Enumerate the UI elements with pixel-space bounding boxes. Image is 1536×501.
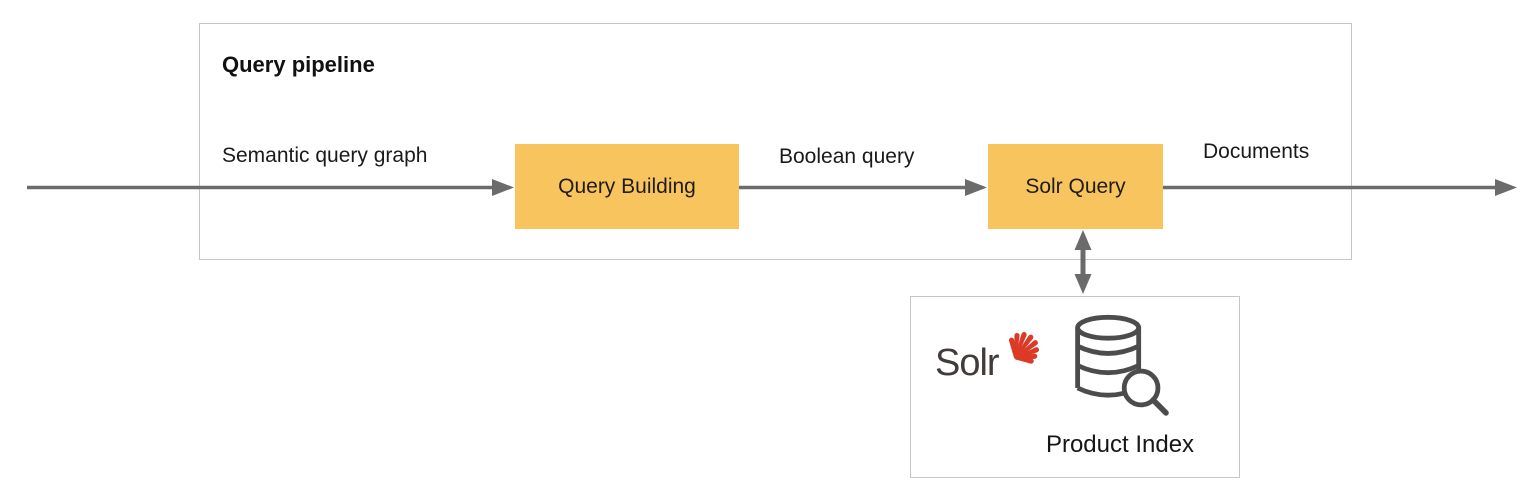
database-icon xyxy=(1075,314,1169,416)
node-solr-query-label: Solr Query xyxy=(1025,174,1126,198)
pipeline-container-box xyxy=(199,23,1352,260)
magnifier-icon xyxy=(1121,368,1169,416)
node-query-building: Query Building xyxy=(515,144,739,229)
edge-label-boolean-query: Boolean query xyxy=(779,145,915,168)
edge-label-documents: Documents xyxy=(1203,140,1310,163)
pipeline-title: Query pipeline xyxy=(222,52,375,77)
node-query-building-label: Query Building xyxy=(558,174,696,198)
solr-logo-text: Solr xyxy=(935,342,1000,384)
solr-sunburst-icon xyxy=(1009,332,1040,364)
edge-label-semantic-query-graph: Semantic query graph xyxy=(222,144,428,167)
product-index-caption: Product Index xyxy=(1045,431,1195,458)
node-solr-query: Solr Query xyxy=(988,144,1163,229)
solr-logo: Solr xyxy=(935,322,1055,402)
product-index-box xyxy=(910,296,1240,478)
